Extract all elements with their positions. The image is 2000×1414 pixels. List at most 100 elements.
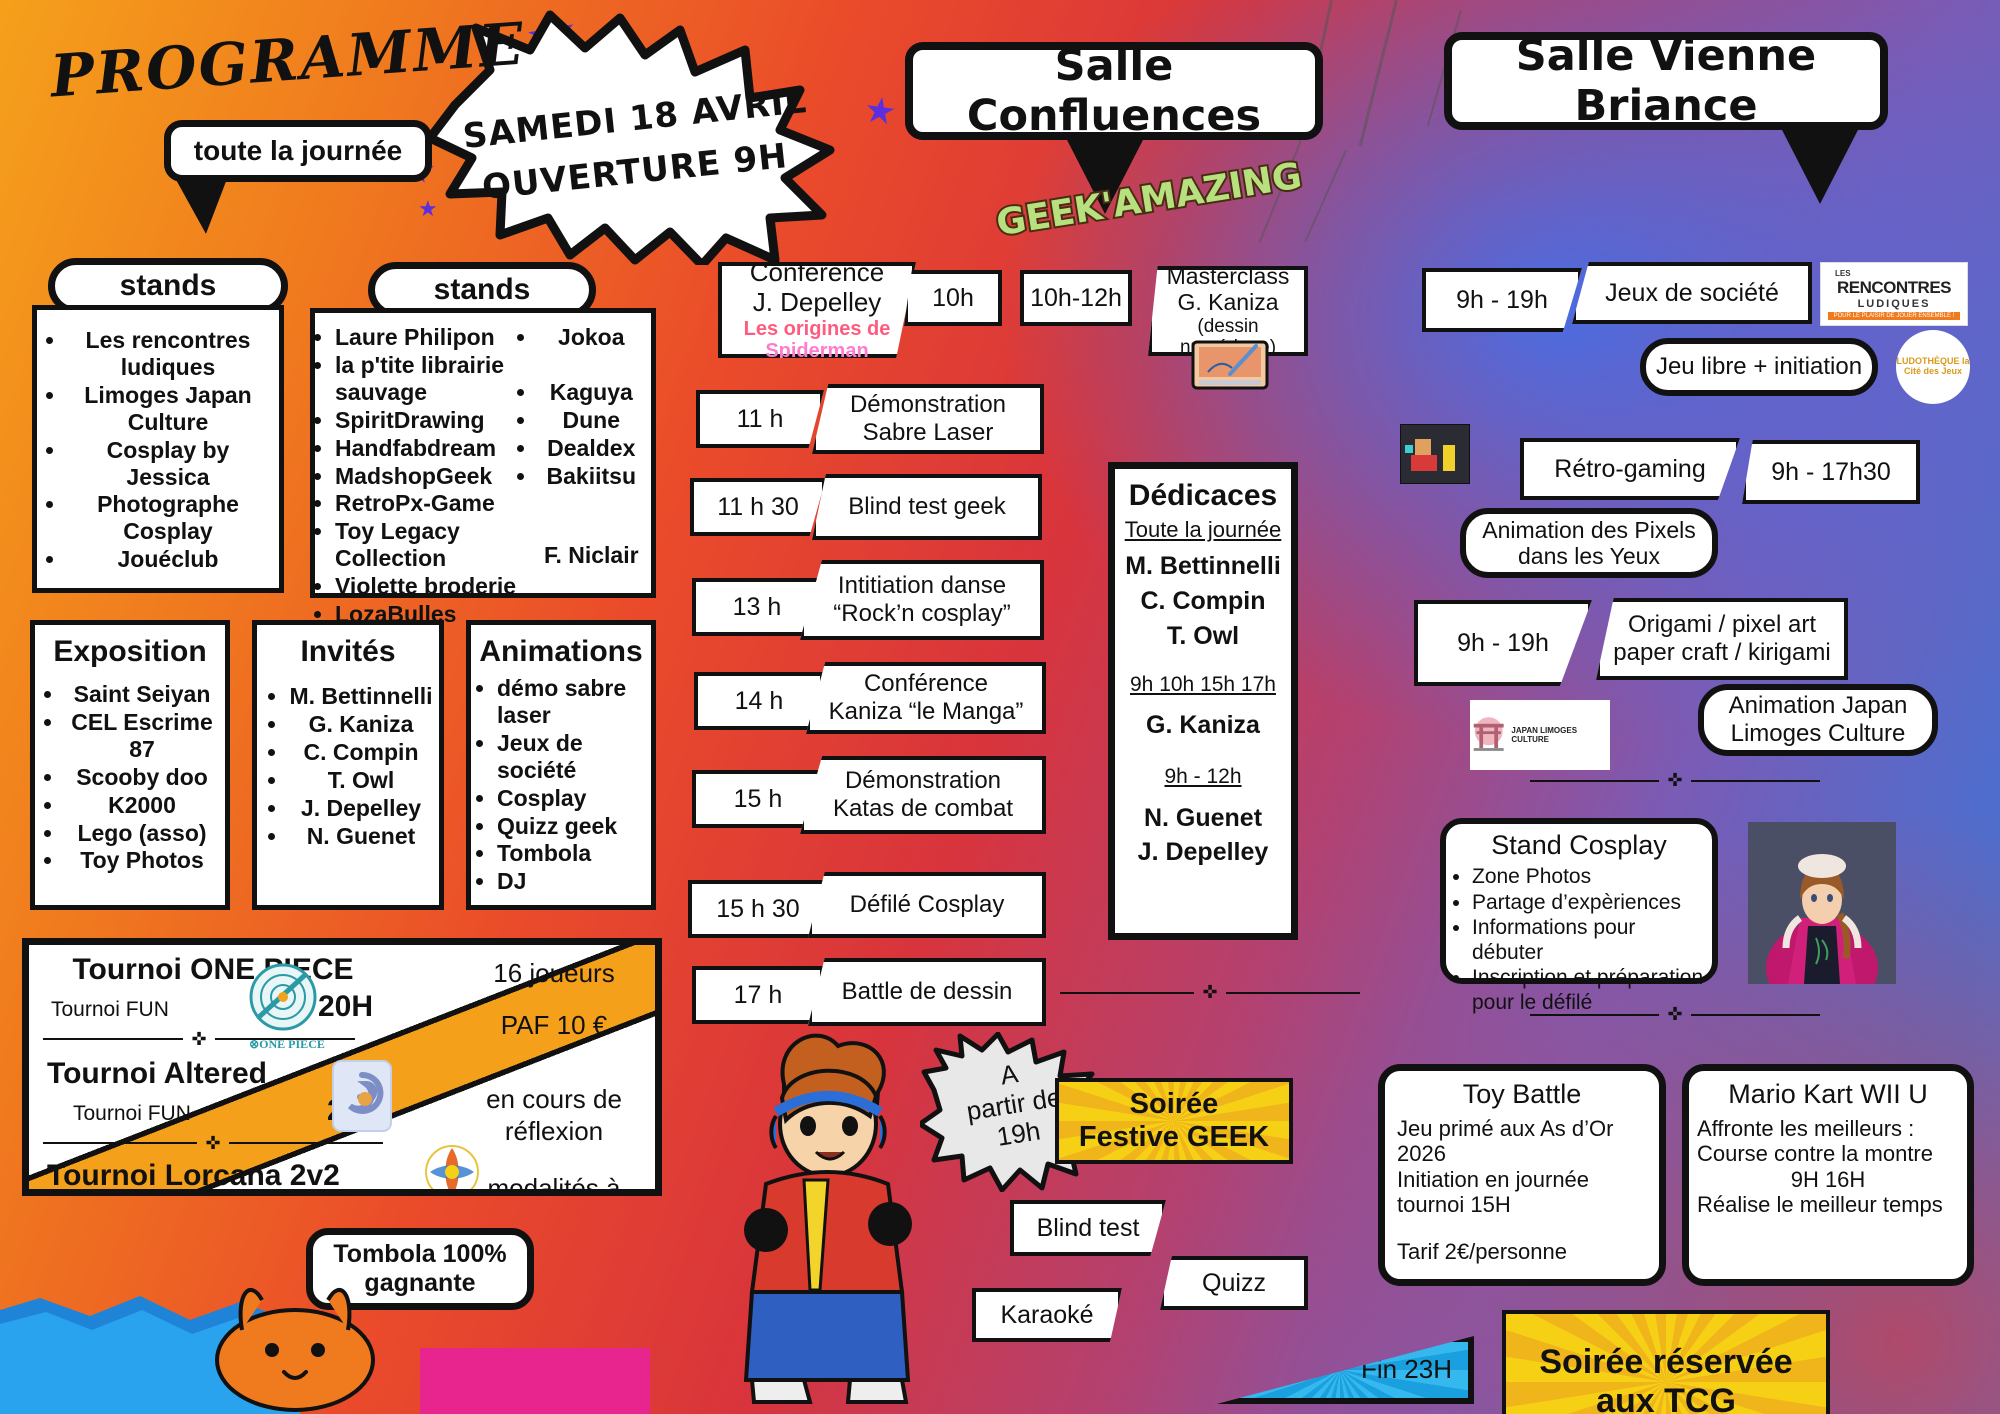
schedule-time-label: 13 h bbox=[732, 592, 782, 621]
tournament-sub: Tournoi FUN bbox=[73, 1102, 191, 1125]
all-day-badge: toute la journée bbox=[164, 120, 432, 182]
tournament-notes: 16 joueurs PAF 10 € en cours de réflexio… bbox=[449, 958, 655, 1189]
schedule-event-line2: Kaniza “le Manga” bbox=[828, 698, 1024, 725]
soiree-banner-line2: Festive GEEK bbox=[1078, 1121, 1270, 1153]
soiree-end-banner: Fin 23H bbox=[1206, 1336, 1474, 1404]
tournament-name: Tournoi ONE PIECE bbox=[72, 953, 354, 986]
list-item: RetroPx-Game bbox=[335, 490, 522, 517]
vienne-time-label: 9h - 17h30 bbox=[1771, 457, 1891, 486]
dedicaces-name: C. Compin bbox=[1140, 587, 1266, 616]
schedule-time-3: 14 h bbox=[694, 672, 824, 730]
list-item: MadshopGeek bbox=[335, 463, 522, 490]
list-item: T. Owl bbox=[289, 767, 433, 794]
conference-box: Conférence J. Depelley Les origines de S… bbox=[718, 262, 916, 358]
divider-ornament: ✜ bbox=[205, 1132, 221, 1153]
tournament-time: 20H bbox=[317, 990, 373, 1023]
schedule-event-line1: Défilé Cosplay bbox=[849, 891, 1005, 919]
tcg-banner-line1: Soirée réservée bbox=[1539, 1342, 1793, 1381]
vienne-time-label: 9h - 19h bbox=[1457, 628, 1549, 657]
list-item: Jeux de société bbox=[497, 730, 647, 784]
mario-kart-line1: Affronte les meilleurs : bbox=[1697, 1116, 1915, 1141]
schedule-event-2: Intitiation danse “Rock’n cosplay” bbox=[800, 560, 1044, 640]
schedule-event-line1: Battle de dessin bbox=[841, 978, 1013, 1006]
exposition-list: Saint Seiyan CEL Escrime 87 Scooby doo K… bbox=[41, 681, 219, 874]
dedicaces-slot1-label: Toute la journée bbox=[1124, 517, 1282, 542]
list-item: G. Kaniza bbox=[289, 711, 433, 738]
logo-line2: RENCONTRES bbox=[1836, 277, 1952, 297]
vienne-activity-1: Rétro-gaming bbox=[1520, 438, 1740, 500]
list-item: Jouéclub bbox=[67, 546, 269, 573]
magenta-block-decor bbox=[420, 1348, 650, 1414]
tournament-row: Tournoi ONE PIECE Tournoi FUN 20H ✜ bbox=[43, 953, 383, 1050]
lorcana-logo-icon bbox=[425, 1145, 479, 1189]
conference-title-1: Conférence bbox=[749, 257, 885, 288]
cosplayer-illustration bbox=[1748, 822, 1896, 984]
stands-left-list: Les rencontres ludiques Limoges Japan Cu… bbox=[41, 327, 269, 573]
geek-amazing-label: GEEK'AMAZING bbox=[992, 153, 1307, 246]
soiree-item-blind-test: Blind test bbox=[1010, 1200, 1166, 1256]
schedule-time-label: 11 h 30 bbox=[717, 492, 799, 521]
schedule-event-0: Démonstration Sabre Laser bbox=[812, 384, 1044, 454]
conference-time-box: 10h bbox=[904, 270, 1002, 326]
vienne-note-label: Animation des Pixels dans les Yeux bbox=[1482, 516, 1696, 569]
list-item: M. Bettinnelli bbox=[289, 683, 433, 710]
schedule-event-line1: Démonstration bbox=[844, 767, 1002, 795]
dedicaces-name: G. Kaniza bbox=[1146, 710, 1260, 739]
conference-title-2: J. Depelley bbox=[752, 287, 882, 317]
bubble-tail bbox=[176, 176, 232, 236]
vienne-time-0: 9h - 19h bbox=[1422, 268, 1582, 332]
tcg-banner: Soirée réservée aux TCG bbox=[1502, 1310, 1830, 1414]
list-item: démo sabre laser bbox=[497, 675, 647, 729]
invites-list: M. Bettinnelli G. Kaniza C. Compin T. Ow… bbox=[263, 683, 433, 849]
ludotheque-logo: LUDOTHÈQUE la Cité des Jeux bbox=[1896, 330, 1970, 404]
schedule-time-label: 15 h 30 bbox=[716, 894, 800, 923]
list-item: Les rencontres ludiques bbox=[67, 327, 269, 381]
list-item: Quizz geek bbox=[497, 813, 647, 840]
vienne-note-0: Jeu libre + initiation bbox=[1640, 338, 1878, 396]
logo-line4: POUR LE PLAISIR DE JOUER ENSEMBLE ! bbox=[1827, 311, 1961, 320]
schedule-time-label: 17 h bbox=[733, 980, 783, 1009]
schedule-time-4: 15 h bbox=[692, 770, 824, 828]
tournament-sub: Tournoi FUN bbox=[51, 998, 169, 1021]
schedule-time-1: 11 h 30 bbox=[690, 478, 826, 536]
list-item: Violette broderie bbox=[335, 573, 522, 600]
masterclass-line2: G. Kaniza bbox=[1177, 289, 1279, 316]
torii-icon bbox=[1473, 717, 1504, 751]
stand-cosplay-title: Stand Cosplay bbox=[1491, 830, 1667, 860]
stand-cosplay-list: Zone Photos Partage d’expèriences Inform… bbox=[1450, 865, 1708, 1015]
list-item: SpiritDrawing bbox=[335, 407, 522, 434]
list-item: Handfabdream bbox=[335, 435, 522, 462]
vienne-activity-line2: paper craft / kirigami bbox=[1613, 639, 1831, 666]
stands-left-title: stands bbox=[119, 269, 217, 302]
mascot-character-icon bbox=[743, 1033, 912, 1404]
soiree-item-label: Karaoké bbox=[1000, 1300, 1094, 1329]
schedule-time-0: 11 h bbox=[696, 390, 824, 448]
conference-sub-1: Les origines de bbox=[743, 317, 891, 340]
animations-box: Animations démo sabre laser Jeux de soci… bbox=[466, 620, 656, 910]
logo-text: LUDOTHÈQUE la Cité des Jeux bbox=[1896, 356, 1970, 376]
toy-battle-box: Toy Battle Jeu primé aux As d’Or 2026 In… bbox=[1378, 1064, 1666, 1286]
list-item: Cosplay by Jessica bbox=[67, 437, 269, 491]
list-item: Kaguya bbox=[538, 379, 645, 406]
schedule-time-label: 11 h bbox=[736, 404, 784, 433]
note: en cours de réflexion bbox=[486, 1083, 622, 1147]
schedule-event-line1: Démonstration bbox=[849, 391, 1007, 419]
divider-ornament: ✜ bbox=[1667, 770, 1683, 790]
schedule-time-6: 17 h bbox=[692, 966, 824, 1024]
list-item: J. Depelley bbox=[289, 795, 433, 822]
list-item: F. Niclair bbox=[543, 541, 639, 568]
list-item: Toy Legacy Collection bbox=[335, 518, 522, 572]
vienne-activity-0: Jeux de société bbox=[1572, 262, 1812, 324]
exposition-title: Exposition bbox=[53, 635, 207, 668]
list-item: Zone Photos bbox=[1472, 865, 1708, 890]
japan-limoges-culture-logo: JAPAN LIMOGES CULTURE bbox=[1470, 700, 1610, 770]
salle-confluences-header: Salle Confluences bbox=[905, 41, 1323, 141]
schedule-time-5: 15 h 30 bbox=[688, 880, 828, 938]
invites-title: Invités bbox=[300, 635, 396, 668]
soiree-banner: Soirée Festive GEEK bbox=[1055, 1078, 1293, 1164]
mario-kart-line2: Course contre la montre bbox=[1697, 1141, 1933, 1167]
vienne-note-2: Animation Japan Limoges Culture bbox=[1698, 684, 1938, 756]
invites-box: Invités M. Bettinnelli G. Kaniza C. Comp… bbox=[252, 620, 444, 910]
rencontres-ludiques-logo: LES RENCONTRES LUDIQUES POUR LE PLAISIR … bbox=[1820, 262, 1968, 326]
